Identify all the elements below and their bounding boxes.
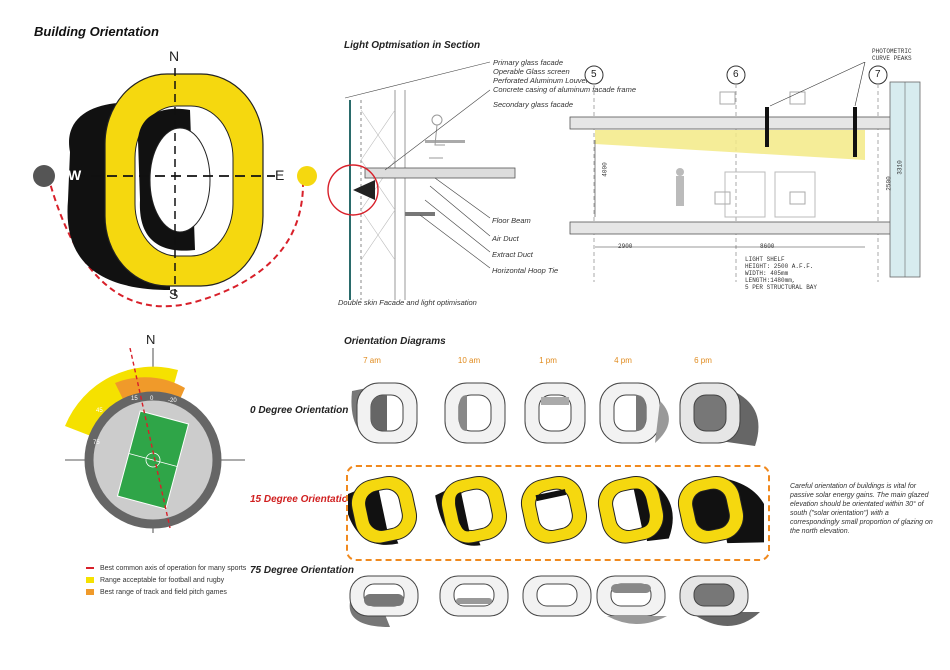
building-orientation-diagram bbox=[33, 68, 317, 308]
pitch-legend: Best common axis of operation for many s… bbox=[86, 562, 246, 598]
time-7am: 7 am bbox=[363, 356, 381, 365]
tick-45: 45 bbox=[96, 408, 103, 414]
photometric-label: PHOTOMETRIC CURVE PEAKS bbox=[872, 48, 912, 62]
row-15deg-highlight-box bbox=[346, 465, 770, 561]
tick-15: 15 bbox=[131, 396, 138, 402]
row-label-75deg: 75 Degree Orientation bbox=[250, 565, 354, 576]
row-label-0deg: 0 Degree Orientation bbox=[250, 405, 349, 416]
section-labels-top: Primary glass facade Operable Glass scre… bbox=[493, 58, 636, 109]
grid-mark-5: 5 bbox=[591, 69, 597, 80]
south-label: S bbox=[169, 286, 179, 302]
row-label-15deg: 15 Degree Orientation bbox=[250, 494, 354, 505]
dim-2900: 2900 bbox=[618, 243, 633, 250]
long-section-drawing bbox=[569, 62, 921, 282]
label-floor-beam: Floor Beam bbox=[492, 216, 531, 225]
dim-4000: 4000 bbox=[601, 162, 609, 177]
west-label: W bbox=[68, 167, 82, 183]
legend-item-axis: Best common axis of operation for many s… bbox=[86, 562, 246, 574]
time-4pm: 4 pm bbox=[614, 356, 632, 365]
legend-item-football: Range acceptable for football and rugby bbox=[86, 574, 246, 586]
row-75deg-stadiums bbox=[349, 575, 760, 627]
lightshelf-notes: LIGHT SHELF HEIGHT: 2500 A.F.F. WIDTH: 4… bbox=[745, 256, 818, 291]
label-air-duct: Air Duct bbox=[492, 234, 519, 243]
time-1pm: 1 pm bbox=[539, 356, 557, 365]
section-title: Light Optmisation in Section bbox=[344, 40, 481, 51]
row-0deg-stadiums bbox=[351, 382, 759, 446]
west-sun-icon bbox=[33, 165, 55, 187]
grid-mark-6: 6 bbox=[733, 69, 739, 80]
time-6pm: 6 pm bbox=[694, 356, 712, 365]
north-label: N bbox=[169, 48, 180, 64]
main-title: Building Orientation bbox=[34, 24, 159, 39]
pitch-north-label: N bbox=[146, 332, 156, 347]
grid-mark-7: 7 bbox=[875, 69, 881, 80]
dim-2500: 2500 bbox=[885, 176, 893, 191]
tick-75: 75 bbox=[93, 440, 100, 446]
label-extract-duct: Extract Duct bbox=[492, 250, 533, 259]
facade-detail-highlight bbox=[327, 164, 379, 216]
time-10am: 10 am bbox=[457, 356, 481, 365]
pitch-orientation-diagram bbox=[65, 348, 245, 533]
label-hoop-tie: Horizontal Hoop Tie bbox=[492, 266, 559, 275]
legend-item-track: Best range of track and field pitch game… bbox=[86, 586, 246, 598]
section-caption: Double skin Facade and light optimisatio… bbox=[338, 298, 477, 307]
dim-8600: 8600 bbox=[760, 243, 775, 250]
legend-red-swatch bbox=[86, 567, 94, 569]
section-drawing bbox=[327, 61, 516, 300]
legend-orange-swatch bbox=[86, 589, 94, 595]
east-label: E bbox=[275, 167, 285, 183]
orientation-title: Orientation Diagrams bbox=[344, 336, 446, 347]
row-15deg-stadiums bbox=[348, 476, 764, 546]
tick-minus20: -20 bbox=[168, 398, 177, 404]
legend-yellow-swatch bbox=[86, 577, 94, 583]
orientation-note: Careful orientation of buildings is vita… bbox=[790, 483, 933, 535]
tick-0: 0 bbox=[150, 396, 154, 402]
east-sun-icon bbox=[297, 166, 317, 186]
dim-3310: 3310 bbox=[896, 160, 904, 175]
